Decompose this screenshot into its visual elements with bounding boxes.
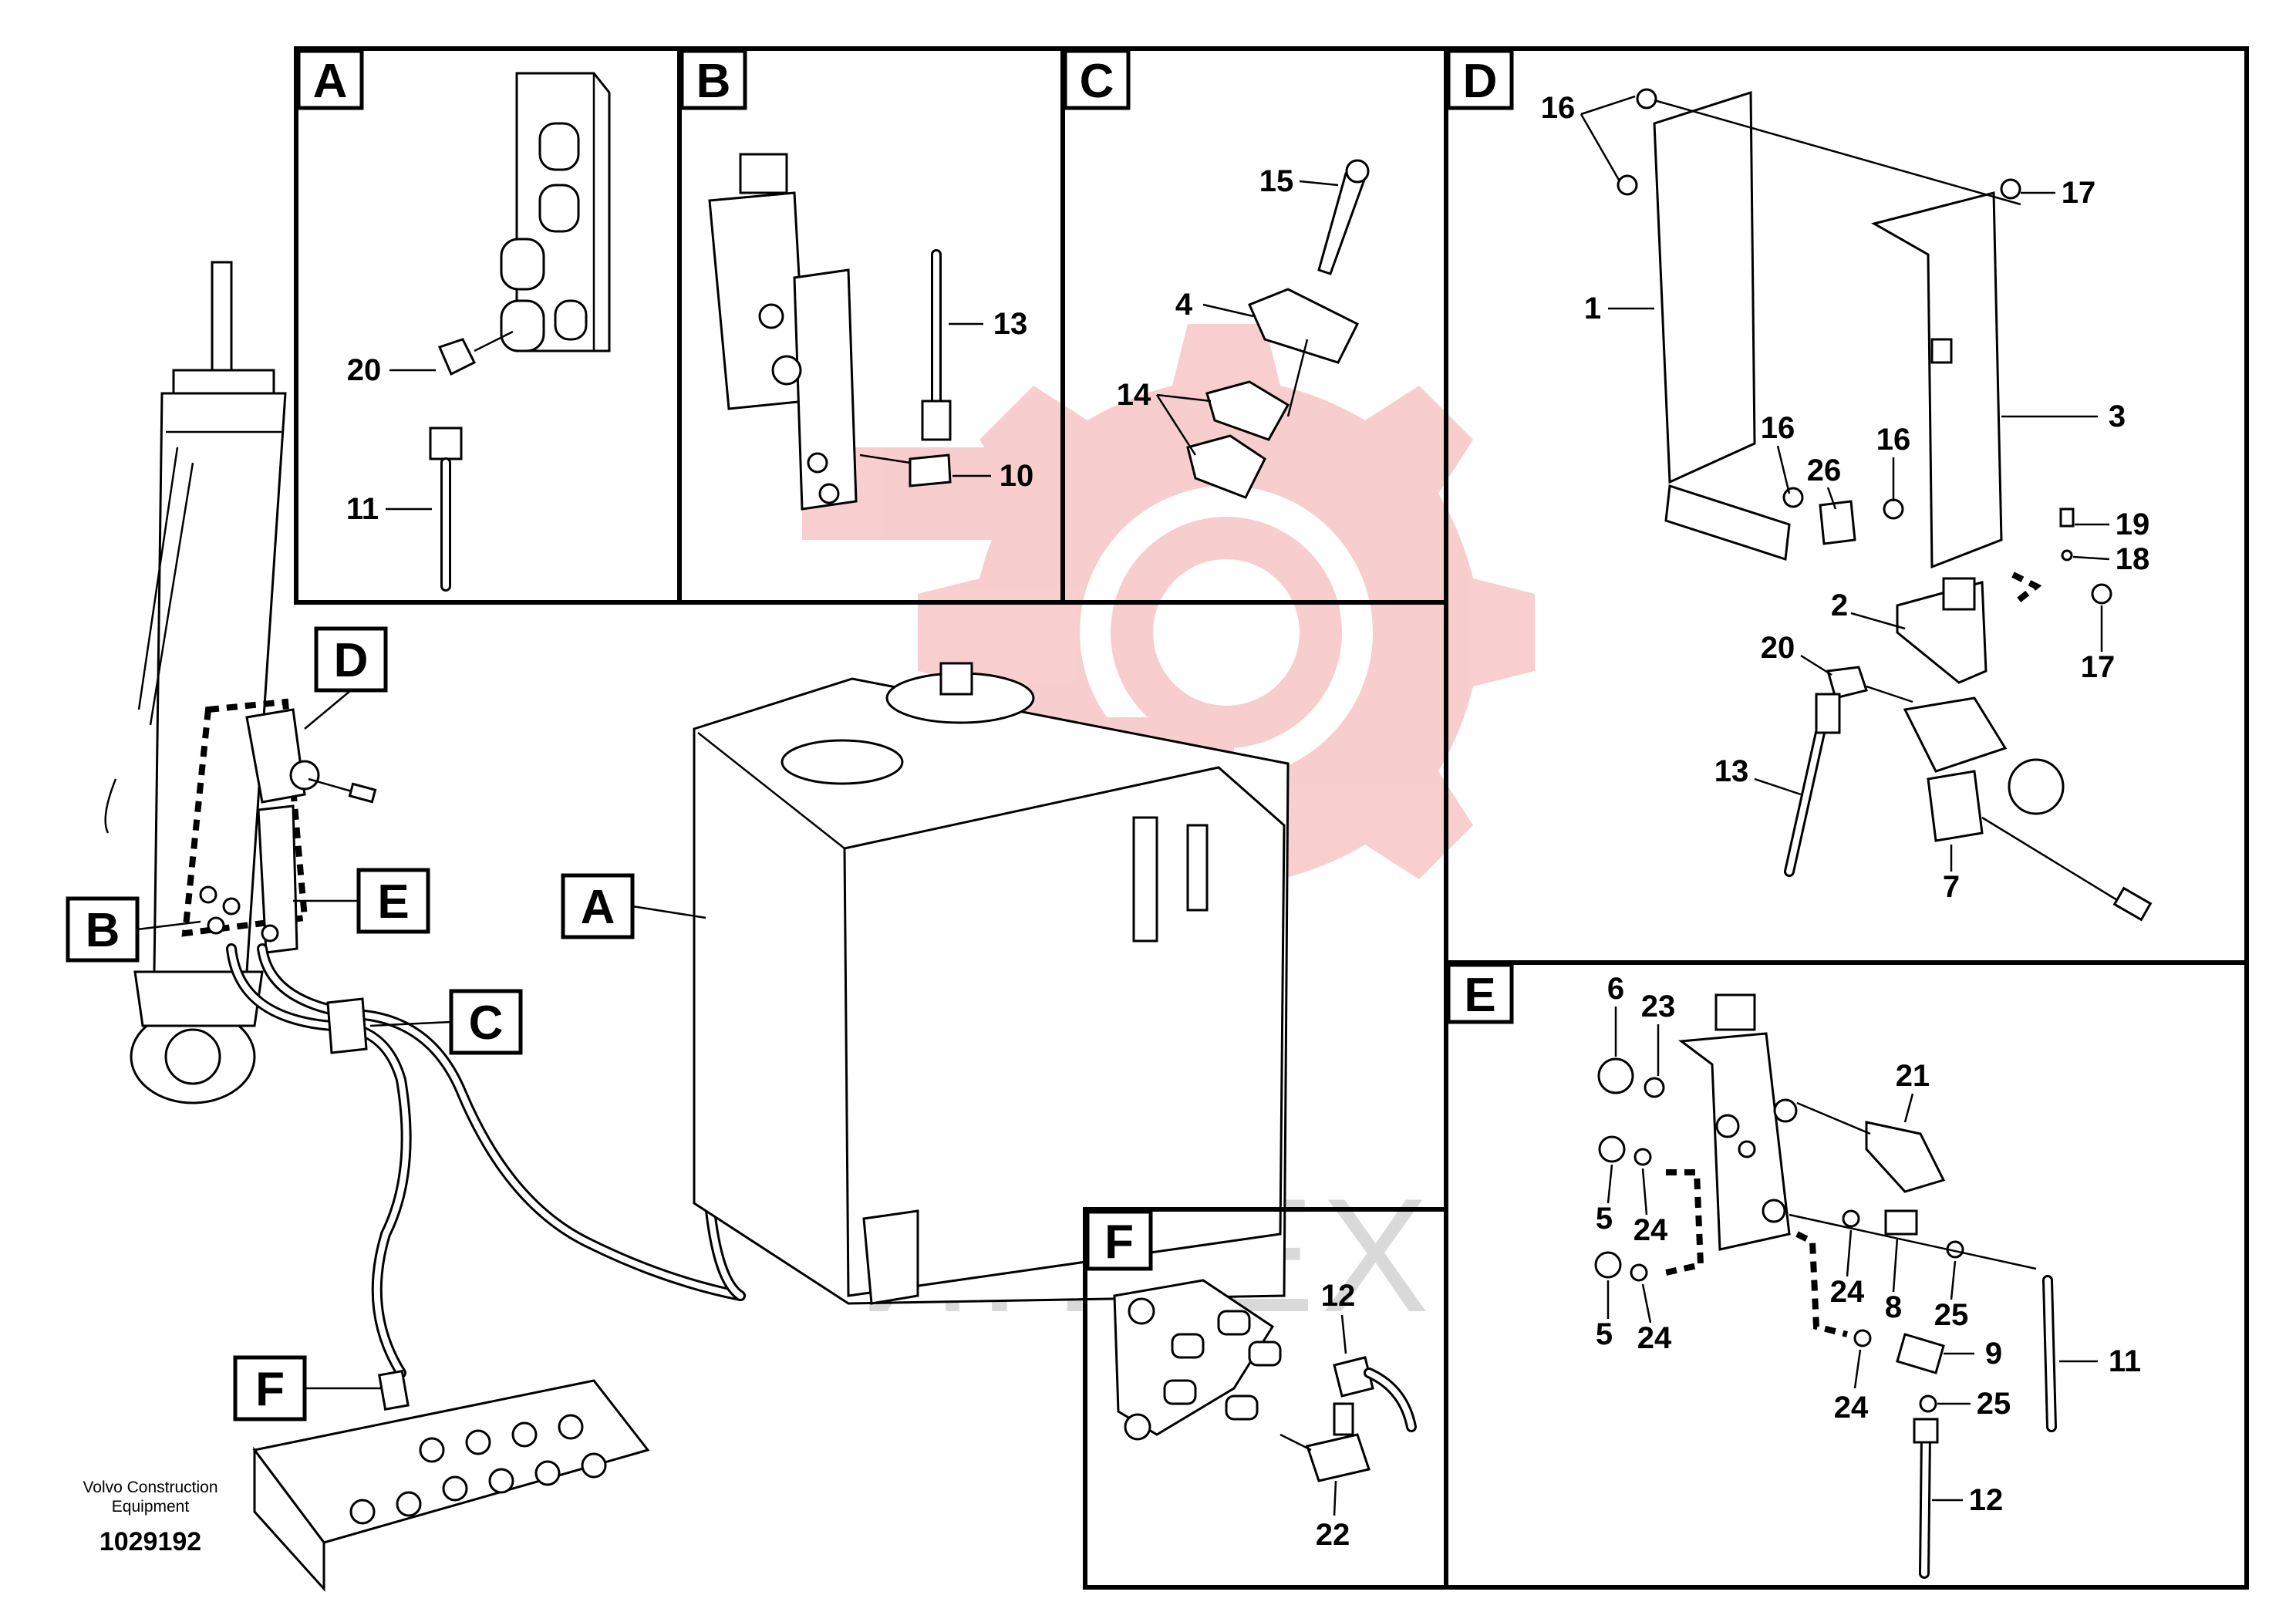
callout-E-6: 6	[1607, 972, 1624, 1006]
svg-text:E: E	[377, 875, 409, 929]
svg-text:B: B	[86, 904, 120, 957]
callout-A-20: 20	[347, 353, 382, 387]
overview-tag-A[interactable]: A	[561, 873, 706, 939]
credit-line-2: Equipment	[112, 1498, 190, 1516]
svg-text:F: F	[255, 1363, 285, 1416]
callout-D-13: 13	[1714, 754, 1749, 788]
panel-F-letter: F	[1104, 1216, 1134, 1269]
callout-E-11: 11	[2109, 1344, 2141, 1378]
callout-D-17b: 17	[2081, 650, 2116, 684]
callout-C-15: 15	[1259, 164, 1294, 198]
callout-C-14: 14	[1117, 378, 1151, 412]
overview-tag-B[interactable]: B	[66, 896, 201, 963]
callout-D-16c: 16	[1876, 423, 1911, 457]
overview-control-valve	[252, 1369, 650, 1592]
callout-B-10: 10	[1000, 459, 1034, 493]
callout-E-24c: 24	[1637, 1321, 1672, 1355]
callout-E-24d: 24	[1834, 1391, 1869, 1425]
callout-D-16b: 16	[1761, 411, 1795, 445]
callout-D-7: 7	[1943, 870, 1960, 904]
panel-D[interactable]: D 16 17 1 3 16	[1444, 46, 2249, 965]
credit-line-1: Volvo Construction	[83, 1479, 217, 1496]
drawing-credit: Volvo Construction Equipment 1029192	[83, 1479, 217, 1556]
callout-D-20: 20	[1761, 631, 1795, 665]
overview-control-valve-spools	[349, 1414, 607, 1525]
panel-A[interactable]: A 20 11	[294, 46, 682, 605]
callout-D-26: 26	[1807, 454, 1842, 487]
callout-E-9: 9	[1985, 1337, 2002, 1371]
callout-D-3: 3	[2109, 400, 2126, 433]
callout-D-1: 1	[1584, 292, 1601, 325]
overview-tag-C[interactable]: C	[369, 989, 523, 1055]
panel-C-letter: C	[1080, 55, 1114, 108]
callout-D-19: 19	[2116, 508, 2150, 541]
svg-text:A: A	[581, 881, 615, 934]
callout-E-12: 12	[1969, 1483, 2004, 1517]
overview-tag-D[interactable]: D	[304, 626, 388, 730]
callout-E-24a: 24	[1633, 1213, 1668, 1247]
panel-F[interactable]: F 12 22	[1083, 1207, 1448, 1590]
callout-D-18: 18	[2116, 542, 2150, 576]
callout-E-5b: 5	[1596, 1317, 1613, 1351]
callout-F-12: 12	[1321, 1279, 1356, 1313]
callout-D-2: 2	[1831, 588, 1848, 622]
callout-E-25b: 25	[1977, 1387, 2011, 1421]
callout-D-17a: 17	[2062, 176, 2096, 210]
overview-tag-F[interactable]: F	[233, 1355, 382, 1421]
overview-boom-cylinder	[104, 261, 287, 1104]
overview-tag-E[interactable]: E	[293, 868, 430, 934]
callout-D-16a: 16	[1541, 91, 1576, 125]
overview-hydraulic-tank	[693, 662, 1290, 1305]
panel-A-letter: A	[313, 55, 348, 108]
callout-E-21: 21	[1896, 1059, 1930, 1093]
callout-E-25a: 25	[1934, 1298, 1969, 1332]
svg-text:D: D	[334, 634, 369, 687]
panel-B-letter: B	[696, 55, 731, 108]
callout-F-22: 22	[1316, 1518, 1350, 1552]
panel-E-letter: E	[1464, 969, 1495, 1022]
doc-number: 1029192	[99, 1527, 201, 1556]
callout-A-11: 11	[346, 492, 379, 526]
callout-E-24b: 24	[1830, 1275, 1865, 1309]
overview-valve-group	[181, 698, 377, 954]
panel-B[interactable]: B 13 10	[677, 46, 1065, 605]
svg-text:C: C	[469, 996, 504, 1050]
callout-E-8: 8	[1885, 1290, 1902, 1324]
callout-C-4: 4	[1175, 288, 1193, 322]
overview-hoses	[226, 901, 746, 1378]
callout-E-5a: 5	[1596, 1202, 1613, 1236]
panel-D-letter: D	[1463, 55, 1498, 108]
panel-E[interactable]: E 6 23 21 5 24	[1444, 960, 2249, 1590]
callout-B-13: 13	[993, 307, 1028, 341]
callout-E-23: 23	[1641, 990, 1676, 1023]
